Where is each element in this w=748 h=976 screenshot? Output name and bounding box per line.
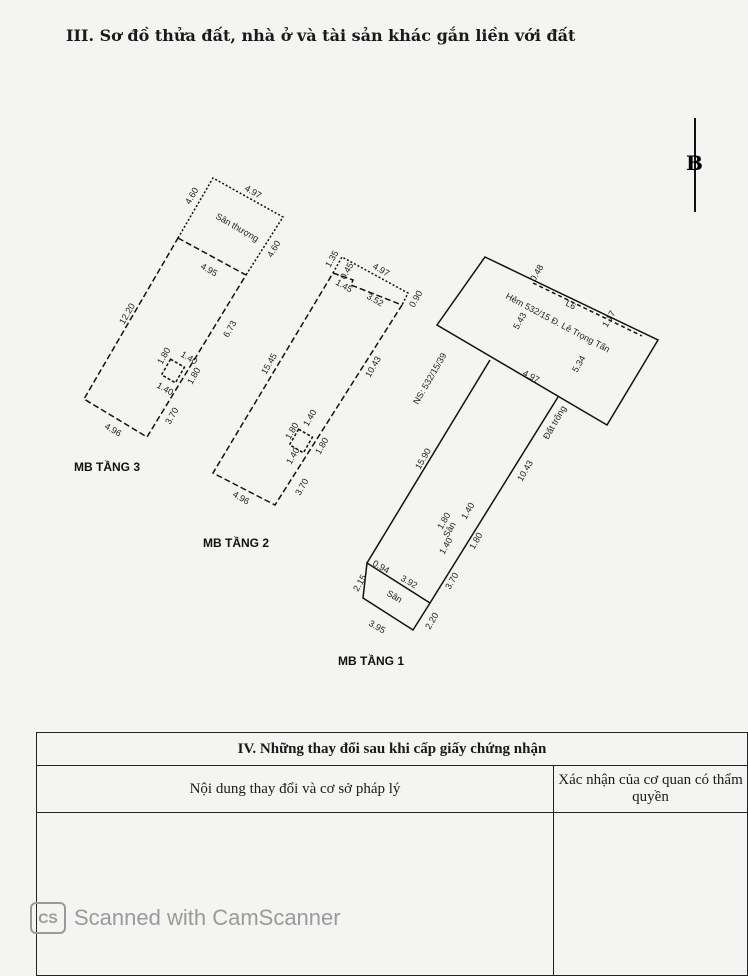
section-3-title: III. Sơ đồ thửa đất, nhà ở và tài sản kh… xyxy=(66,26,576,45)
dim: 3.92 xyxy=(399,573,419,590)
section-4-title: IV. Những thay đổi sau khi cấp giấy chứn… xyxy=(36,732,748,766)
dim: 1.40 xyxy=(459,501,476,521)
north-arrow-icon: B xyxy=(686,118,703,212)
dim: 1.80 xyxy=(155,346,172,366)
floor-3-label: MB TẦNG 3 xyxy=(74,459,140,474)
dim: 15.45 xyxy=(259,351,279,376)
dim: 10.43 xyxy=(363,354,383,379)
north-label: B xyxy=(686,151,703,175)
floor-2-plan xyxy=(211,255,409,506)
confirmation-cell xyxy=(553,812,748,976)
dim: 0.90 xyxy=(407,289,424,309)
dim: 1.40 xyxy=(437,536,454,556)
camscanner-logo-icon: CS xyxy=(30,902,66,934)
dim: 6.73 xyxy=(221,319,238,339)
dim: 4.96 xyxy=(103,421,123,438)
dim: 1.80 xyxy=(467,531,484,551)
dim: L6 xyxy=(564,298,578,312)
dim: 1.40 xyxy=(284,446,301,466)
dim: 1.80 xyxy=(185,366,202,386)
dim: 5.34 xyxy=(570,354,587,374)
dim: 3.70 xyxy=(293,477,310,497)
floor-3-plan xyxy=(82,176,285,439)
column-header-content: Nội dung thay đổi và cơ sở pháp lý xyxy=(36,765,554,813)
dim: 3.70 xyxy=(443,571,460,591)
dim: 1.40 xyxy=(179,349,199,366)
neighbor-label: NS: 532/15/39 xyxy=(411,351,448,406)
dim: 4.60 xyxy=(265,239,282,259)
dim: 0.94 xyxy=(371,558,391,575)
dim: 12.20 xyxy=(117,301,137,326)
dim: 1.35 xyxy=(323,249,340,269)
dim: 1.40 xyxy=(301,408,318,428)
dim: 4.95 xyxy=(199,261,219,278)
dim: 1.80 xyxy=(313,436,330,456)
column-header-confirmation: Xác nhận của cơ quan có thẩm quyền xyxy=(553,765,748,813)
dim: 2.20 xyxy=(423,611,440,631)
dim: 5.43 xyxy=(511,311,528,331)
floor-1-label: MB TẦNG 1 xyxy=(338,653,404,668)
watermark-text: Scanned with CamScanner xyxy=(74,905,341,930)
dim: 3.52 xyxy=(365,291,385,308)
content-cell xyxy=(36,812,554,976)
dim: 4.97 xyxy=(371,261,391,278)
floor-2-label: MB TẦNG 2 xyxy=(203,535,269,550)
camscanner-watermark: CS Scanned with CamScanner xyxy=(30,902,341,934)
land-plot-diagram: B Sân thượng 4.97 4.60 4.60 4.95 12.20 6… xyxy=(74,118,703,668)
dim: 4.97 xyxy=(243,183,263,200)
dim: 4.96 xyxy=(231,489,251,506)
dim: 0.48 xyxy=(528,263,545,283)
dim: 4.97 xyxy=(521,368,541,385)
dim: 3.70 xyxy=(163,406,180,426)
floor-1-plan xyxy=(362,256,660,632)
dim: 3.95 xyxy=(367,618,387,635)
yard-label: Sân xyxy=(385,588,404,605)
terrace-label: Sân thượng xyxy=(214,211,261,244)
empty-land-label: Đất trống xyxy=(541,404,568,441)
changes-table: IV. Những thay đổi sau khi cấp giấy chứn… xyxy=(36,732,748,976)
